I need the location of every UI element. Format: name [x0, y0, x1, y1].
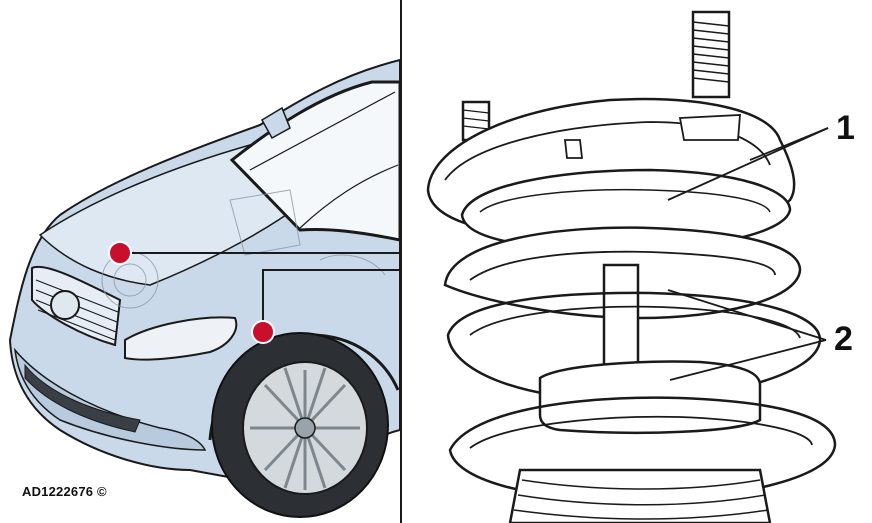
figure-code: AD1222676 © — [22, 484, 107, 499]
car-headlight — [124, 316, 238, 361]
leader-line-lower — [262, 269, 400, 332]
mount-stud — [691, 10, 731, 99]
brand-emblem — [50, 290, 80, 320]
car-mirror — [260, 106, 291, 140]
marker-upper — [108, 241, 132, 265]
callout-leaders — [667, 127, 829, 381]
marker-lower — [251, 320, 275, 344]
mount-stud-rear — [461, 100, 491, 142]
damper-rod — [602, 263, 640, 367]
car-illustration — [8, 58, 400, 518]
callout-label-1: 1 — [836, 109, 855, 147]
dust-boot — [508, 468, 772, 523]
strut-assembly — [426, 10, 837, 523]
car-air-intake — [24, 363, 141, 433]
callout-label-2: 2 — [834, 320, 853, 358]
